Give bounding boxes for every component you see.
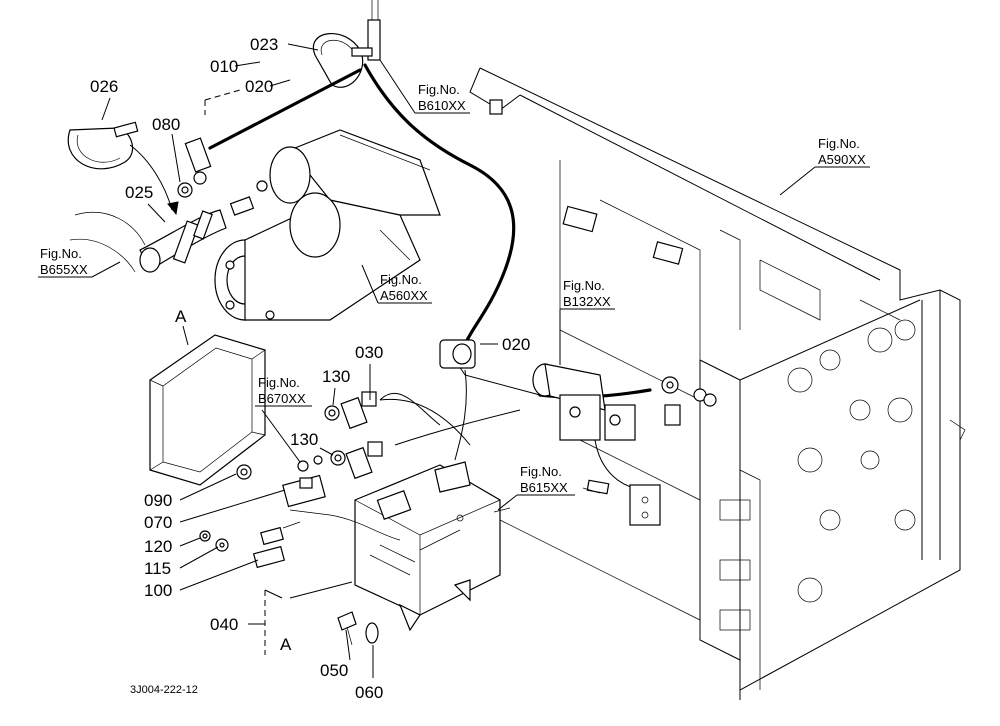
battery-box-040 — [354, 461, 501, 632]
svg-text:B670XX: B670XX — [258, 391, 306, 406]
svg-text:Fig.No.: Fig.No. — [380, 272, 422, 287]
svg-text:Fig.No.: Fig.No. — [563, 278, 605, 293]
starter-cable-boot — [69, 209, 227, 273]
part-050: 050 — [320, 661, 348, 680]
svg-text:B615XX: B615XX — [520, 480, 568, 495]
chassis-frame — [469, 67, 966, 700]
svg-text:A560XX: A560XX — [380, 288, 428, 303]
fig-ref-b615: Fig.No. B615XX — [497, 464, 575, 511]
terminal-080 — [177, 137, 212, 198]
svg-text:B132XX: B132XX — [563, 294, 611, 309]
fig-ref-b132: Fig.No. B132XX — [559, 278, 615, 365]
svg-text:A590XX: A590XX — [818, 152, 866, 167]
svg-text:Fig.No.: Fig.No. — [520, 464, 562, 479]
battery-frame-a — [149, 334, 266, 486]
arrow-head — [167, 201, 179, 216]
svg-text:B655XX: B655XX — [40, 262, 88, 277]
part-040: 040 — [210, 615, 238, 634]
leader-lines — [101, 43, 498, 678]
svg-text:Fig.No.: Fig.No. — [40, 246, 82, 261]
part-020-mid: 020 — [502, 335, 530, 354]
starter-motor — [214, 129, 441, 321]
part-130-a: 130 — [322, 367, 350, 386]
part-120: 120 — [144, 537, 172, 556]
part-115: 115 — [144, 559, 171, 578]
fig-ref-b610: Fig.No. B610XX — [379, 59, 470, 114]
part-023: 023 — [250, 35, 278, 54]
fig-ref-b655: Fig.No. B655XX — [38, 246, 121, 278]
part-020-top: 020 — [245, 77, 273, 96]
svg-text:Fig.No.: Fig.No. — [418, 82, 460, 97]
terminals-and-hardware — [199, 391, 601, 646]
drawing-code: 3J004-222-12 — [130, 684, 198, 696]
part-025: 025 — [125, 183, 153, 202]
fig-ref-a590: Fig.No. A590XX — [779, 136, 870, 196]
svg-text:B610XX: B610XX — [418, 98, 466, 113]
cable-clip-020 — [439, 339, 476, 369]
starter-relay — [532, 363, 717, 526]
part-010: 010 — [210, 57, 238, 76]
fig-ref-b670: Fig.No. B670XX — [255, 375, 312, 463]
part-030: 030 — [355, 343, 383, 362]
callout-a-bottom: A — [280, 635, 292, 654]
part-026: 026 — [90, 77, 118, 96]
part-070: 070 — [144, 513, 172, 532]
svg-text:Fig.No.: Fig.No. — [818, 136, 860, 151]
callout-a-top: A — [175, 307, 187, 326]
part-130-b: 130 — [290, 430, 318, 449]
assembly-arrow — [129, 144, 173, 211]
part-080: 080 — [152, 115, 180, 134]
cable-tie-026 — [67, 121, 139, 170]
svg-text:Fig.No.: Fig.No. — [258, 375, 300, 390]
part-060: 060 — [355, 683, 383, 702]
fig-ref-a560: Fig.No. A560XX — [361, 264, 432, 304]
part-100: 100 — [144, 581, 172, 600]
part-090: 090 — [144, 491, 172, 510]
